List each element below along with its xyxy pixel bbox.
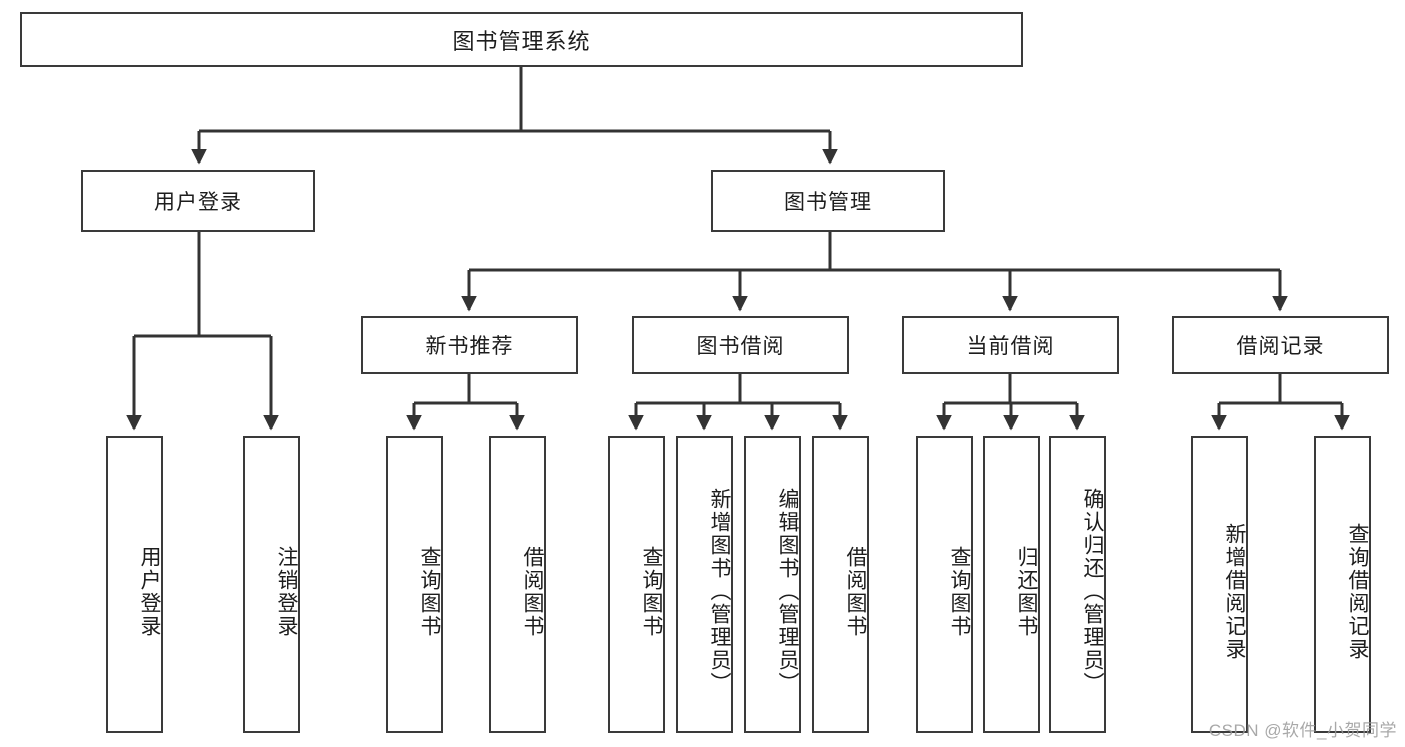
leaf-book-borrow-add-admin[interactable]: 新增图书（管理员）: [676, 436, 733, 733]
leaf-user-login-signin[interactable]: 用户登录: [106, 436, 163, 733]
leaf-user-login-signout[interactable]: 注销登录: [243, 436, 300, 733]
node-new-book-recommend[interactable]: 新书推荐: [361, 316, 578, 374]
leaf-current-borrow-return[interactable]: 归还图书: [983, 436, 1040, 733]
leaf-current-borrow-confirm-admin[interactable]: 确认归还（管理员）: [1049, 436, 1106, 733]
leaf-book-borrow-query[interactable]: 查询图书: [608, 436, 665, 733]
node-book-borrow[interactable]: 图书借阅: [632, 316, 849, 374]
node-book-management[interactable]: 图书管理: [711, 170, 945, 232]
node-user-login[interactable]: 用户登录: [81, 170, 315, 232]
leaf-borrow-record-add[interactable]: 新增借阅记录: [1191, 436, 1248, 733]
leaf-new-book-borrow[interactable]: 借阅图书: [489, 436, 546, 733]
node-current-borrow[interactable]: 当前借阅: [902, 316, 1119, 374]
leaf-book-borrow-edit-admin[interactable]: 编辑图书（管理员）: [744, 436, 801, 733]
leaf-book-borrow-lend[interactable]: 借阅图书: [812, 436, 869, 733]
csdn-watermark: CSDN @软件_小贺同学: [1208, 721, 1397, 740]
leaf-new-book-query[interactable]: 查询图书: [386, 436, 443, 733]
leaf-borrow-record-query[interactable]: 查询借阅记录: [1314, 436, 1371, 733]
node-root-system[interactable]: 图书管理系统: [20, 12, 1023, 67]
leaf-current-borrow-query[interactable]: 查询图书: [916, 436, 973, 733]
node-borrow-record[interactable]: 借阅记录: [1172, 316, 1389, 374]
